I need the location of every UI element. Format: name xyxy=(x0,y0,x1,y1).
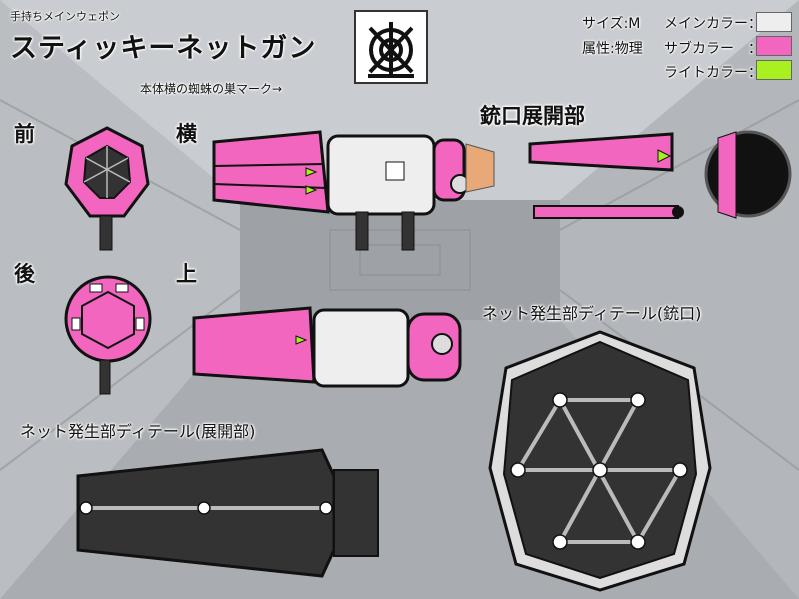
top-view-label: 上 xyxy=(176,262,197,286)
main-color-swatch xyxy=(756,12,792,32)
top-view-drawing xyxy=(192,306,462,388)
spider-web-mark xyxy=(354,10,428,84)
subtitle: 手持ちメインウェポン xyxy=(10,10,120,23)
light-color-label: ライトカラー： xyxy=(664,65,762,81)
sub-color-label: サブカラー ： xyxy=(664,41,762,57)
spider-web-icon xyxy=(368,22,414,78)
page-title: スティッキーネットガン xyxy=(10,33,317,64)
net-deploy-detail-label: ネット発生部ディテール(展開部) xyxy=(20,422,256,441)
net-muzzle-detail-drawing xyxy=(488,330,712,592)
net-muzzle-detail-label: ネット発生部ディテール(銃口) xyxy=(482,304,702,323)
attribute-spec: 属性:物理 xyxy=(582,41,643,57)
muzzle-deploy-label: 銃口展開部 xyxy=(480,104,585,128)
side-view-drawing xyxy=(212,130,495,251)
back-view-label: 後 xyxy=(14,262,35,286)
spider-mark-caption: 本体横の蜘蛛の巣マーク→ xyxy=(140,82,283,96)
size-spec: サイズ:M xyxy=(582,16,641,32)
back-view-drawing xyxy=(64,275,152,395)
main-color-label: メインカラー： xyxy=(664,16,762,32)
front-view-label: 前 xyxy=(14,122,35,146)
muzzle-deploy-drawing xyxy=(528,130,792,219)
net-deploy-detail-drawing xyxy=(76,448,379,578)
light-color-swatch xyxy=(756,60,792,80)
side-view-label: 横 xyxy=(176,122,197,146)
sub-color-swatch xyxy=(756,36,792,56)
front-view-drawing xyxy=(64,126,150,251)
